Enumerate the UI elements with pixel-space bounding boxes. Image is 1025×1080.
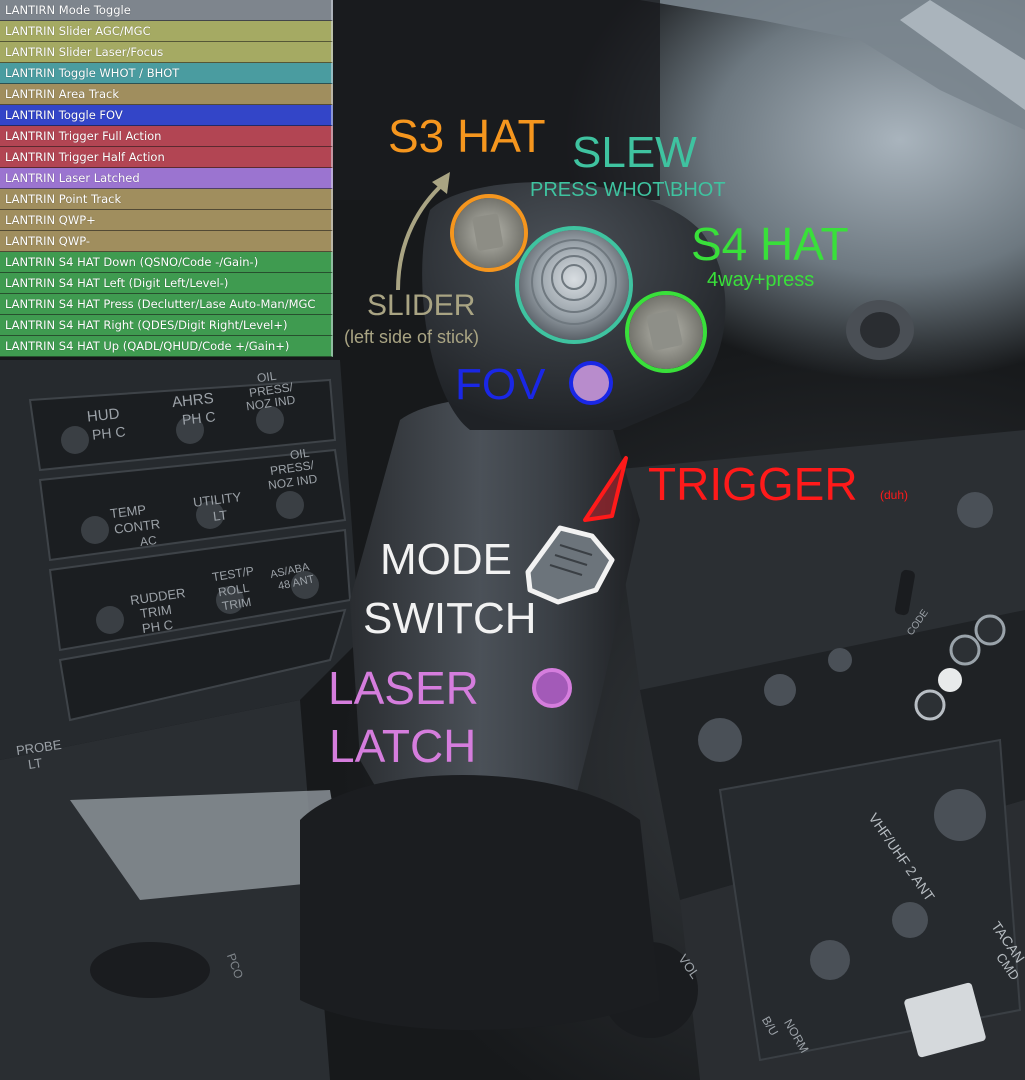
mode-switch-label-line1: MODE — [380, 535, 512, 584]
trigger-label: TRIGGER — [648, 458, 858, 510]
trigger-sublabel: (duh) — [880, 488, 909, 502]
panel-temp-ac: AC — [139, 533, 158, 549]
legend-item: LANTRIN QWP- — [0, 231, 333, 252]
panel-ahrs: AHRS — [171, 389, 215, 412]
slider-label: SLIDER — [367, 289, 476, 322]
right-block — [904, 982, 986, 1058]
legend-item: LANTRIN Trigger Full Action — [0, 126, 333, 147]
s4-hat-label: S4 HAT — [691, 218, 849, 270]
legend-item: LANTRIN S4 HAT Press (Declutter/Lase Aut… — [0, 294, 333, 315]
left-panel-rows — [28, 378, 352, 722]
panel-probe-lt: LT — [27, 755, 44, 772]
trigger-outline — [583, 456, 628, 522]
legend-item: LANTRIN Point Track — [0, 189, 333, 210]
panel-ahrs-ph: PH C — [181, 408, 217, 428]
canopy-rail — [900, 0, 1025, 110]
laser-latch-label-line1: LASER — [328, 662, 479, 714]
fov-button — [569, 361, 613, 405]
s4-hat-sublabel: 4way+press — [707, 269, 815, 291]
laser-latch-label-line2: LATCH — [329, 720, 477, 772]
legend-item: LANTRIN S4 HAT Right (QDES/Digit Right/L… — [0, 315, 333, 336]
legend-item: LANTRIN Laser Latched — [0, 168, 333, 189]
laser-latch-button — [532, 668, 572, 708]
legend-item: LANTRIN Slider AGC/MGC — [0, 21, 333, 42]
legend-item: LANTRIN QWP+ — [0, 210, 333, 231]
panel-utility-lt: LT — [212, 507, 229, 524]
legend-item: LANTRIN Toggle WHOT / BHOT — [0, 63, 333, 84]
legend-item: LANTRIN S4 HAT Up (QADL/QHUD/Code +/Gain… — [0, 336, 333, 357]
knee-board — [70, 790, 345, 900]
mode-switch-label-line2: SWITCH — [363, 594, 537, 643]
right-switch — [894, 569, 915, 616]
lower-left-knob — [90, 942, 210, 998]
fov-label: FOV — [455, 360, 546, 409]
legend-item: LANTRIN S4 HAT Left (Digit Left/Level-) — [0, 273, 333, 294]
right-console-upper — [610, 430, 1025, 690]
s3-hat-label: S3 HAT — [388, 110, 546, 162]
slew-sublabel: PRESS WHOT\BHOT — [530, 179, 726, 201]
legend-item: LANTRIN Area Track — [0, 84, 333, 105]
legend-item: LANTRIN Toggle FOV — [0, 105, 333, 126]
slider-sublabel: (left side of stick) — [344, 327, 480, 347]
stick-column — [350, 397, 640, 880]
legend-item: LANTRIN Trigger Half Action — [0, 147, 333, 168]
panel-hud: HUD — [86, 405, 121, 426]
left-panel-knobs — [61, 406, 319, 634]
panel-hud-ph: PH C — [91, 423, 127, 443]
slider-arrow — [396, 181, 446, 291]
legend-item: LANTRIN S4 HAT Down (QSNO/Code -/Gain-) — [0, 252, 333, 273]
legend-item: LANTIRN Mode Toggle — [0, 0, 333, 21]
slew-label: SLEW — [572, 128, 697, 177]
mode-switch-outline — [525, 525, 615, 605]
legend-item: LANTRIN Slider Laser/Focus — [0, 42, 333, 63]
stick-boot — [300, 775, 660, 1030]
upper-console — [330, 0, 660, 200]
slider-arrowhead — [432, 172, 450, 194]
